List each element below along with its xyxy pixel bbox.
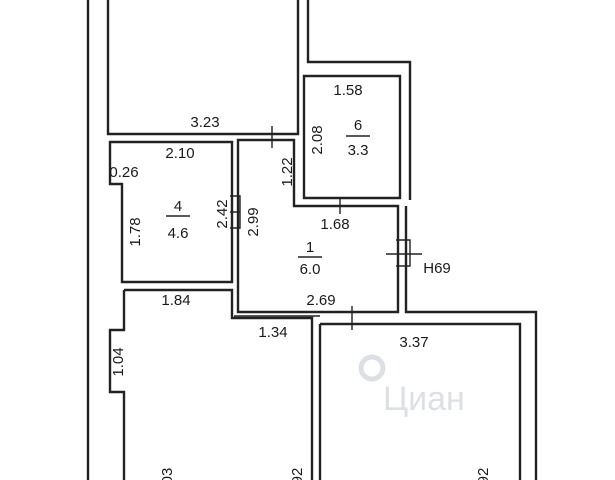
dim-cut-mid: 92 xyxy=(289,468,306,480)
dim-room4-height: 1.78 xyxy=(127,217,144,246)
dim-left-small-step: 1.34 xyxy=(258,324,287,341)
dim-corridor-upper: 1.22 xyxy=(279,157,296,186)
top-room-right-wall xyxy=(306,0,412,72)
room-1-right-wall xyxy=(404,206,538,480)
room-4-area: 4.6 xyxy=(168,225,189,242)
dim-corridor-mid: 1.68 xyxy=(320,216,349,233)
dim-right-room-top: 3.37 xyxy=(399,334,428,351)
dim-cut-left: 03 xyxy=(159,468,176,480)
room-1-walls xyxy=(236,138,400,314)
lower-right-room-walls xyxy=(318,322,522,480)
dim-room4-right: 2.42 xyxy=(214,199,231,228)
dim-room6-side: 2.08 xyxy=(309,125,326,154)
room-1-number: 1 xyxy=(306,239,314,256)
room-4-number: 4 xyxy=(174,198,182,215)
dim-left-room-side: 1.04 xyxy=(110,347,127,376)
dim-corridor-bottom: 2.69 xyxy=(306,292,335,309)
room-1-area: 6.0 xyxy=(300,261,321,278)
opening-marks xyxy=(230,126,422,330)
room-4-walls xyxy=(108,140,234,284)
dim-corridor-height: 2.99 xyxy=(245,207,262,236)
lower-left-room-walls xyxy=(108,288,314,480)
dim-left-room-top: 1.84 xyxy=(161,292,190,309)
watermark: Циан xyxy=(358,354,465,418)
dim-room4-top: 2.10 xyxy=(165,145,194,162)
dim-cut-right: 92 xyxy=(475,468,492,480)
room-6-number: 6 xyxy=(354,117,362,134)
watermark-text: Циан xyxy=(383,380,465,418)
dim-room6-top: 1.58 xyxy=(333,82,362,99)
dim-room4-small: 0.26 xyxy=(109,164,138,181)
dim-top-room-width: 3.23 xyxy=(190,114,219,131)
room-6-walls xyxy=(302,74,402,200)
top-room-walls xyxy=(106,0,300,136)
room-6-area: 3.3 xyxy=(348,142,369,159)
door-height-mark: H69 xyxy=(423,260,451,277)
